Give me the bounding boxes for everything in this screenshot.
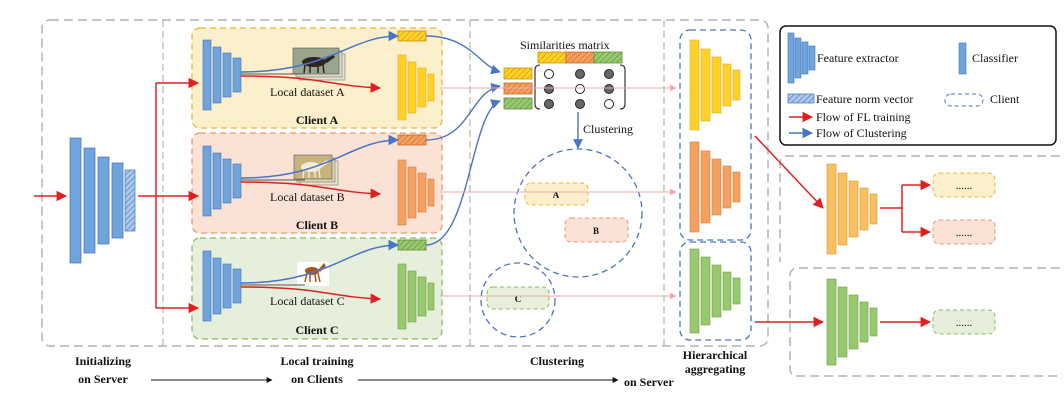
matrix-title: Similarities matrix [520, 38, 610, 52]
stage-local-training-line2: on Clients [291, 372, 343, 386]
stage-local-training-line1: Local training [280, 354, 353, 368]
cluster-c: C [480, 262, 556, 338]
legend-flow-clustering: Flow of Clustering [816, 126, 907, 140]
output-flow-arrows [754, 135, 932, 328]
classifier-icon [958, 42, 967, 75]
output-client-ellipsis: ...... [956, 317, 973, 329]
agg-model-b [689, 141, 741, 233]
cluster-label-b: B [593, 226, 599, 236]
cluster-ab: A B [513, 148, 643, 278]
client-a: Local dataset A Client A [202, 30, 435, 127]
output-client-ellipsis: ...... [956, 227, 973, 239]
similarities-matrix: Similarities matrix Clustering [503, 38, 633, 136]
output-client-ellipsis: ...... [956, 180, 973, 192]
legend-feature-norm-vector: Feature norm vector [816, 92, 913, 106]
client-a-norm-vector [397, 30, 427, 42]
main-frame [41, 19, 769, 347]
client-b-feature-extractor [202, 145, 242, 217]
norm-vector-icon [787, 93, 815, 104]
output-frames [779, 155, 1060, 377]
client-c-model [397, 263, 435, 330]
stage-hierarchical-line2: aggregating [685, 362, 745, 376]
client-b-model [397, 159, 435, 226]
client-c-dataset-label: Local dataset C [270, 294, 345, 308]
legend: Feature extractor Classifier Feature nor… [779, 25, 1057, 146]
client-a-dataset-label: Local dataset A [270, 85, 345, 99]
client-c-title: Client C [296, 323, 339, 337]
horse-figurine-image [297, 262, 329, 286]
client-b-title: Client B [296, 218, 338, 232]
clustering-step-label: Clustering [583, 122, 633, 136]
output-clients: ...... ...... ...... [932, 172, 996, 335]
aggregation-arrows [440, 84, 677, 300]
stage-initializing-line2: on Server [78, 372, 128, 386]
client-c-feature-extractor [202, 250, 242, 322]
client-b: Local dataset B Client B [202, 134, 435, 232]
client-a-feature-extractor [202, 39, 242, 111]
legend-feature-extractor: Feature extractor [817, 51, 899, 65]
feature-extractor-icon [787, 32, 816, 84]
client-a-title: Client A [296, 113, 339, 127]
client-icon [944, 93, 984, 107]
server-init-model [69, 137, 136, 264]
client-a-model [397, 54, 435, 121]
legend-classifier: Classifier [972, 51, 1018, 65]
hierarchical-aggregating [679, 29, 752, 341]
stage-clustering: Clustering [530, 354, 584, 368]
clustering-flow-arrows [425, 35, 583, 246]
agg-model-a [689, 39, 741, 131]
cluster-label-c: C [515, 294, 522, 304]
stage-initializing-line1: Initializing [75, 354, 131, 368]
stage-labels: Initializing on Server Local training on… [75, 348, 748, 389]
output-model-c [826, 278, 878, 366]
client-c: Local dataset C Client C [202, 239, 435, 337]
client-b-dataset-label: Local dataset B [270, 190, 345, 204]
client-b-norm-vector [397, 134, 427, 146]
client-c-box [191, 237, 443, 340]
agg-model-c [689, 248, 741, 334]
legend-flow-fl: Flow of FL training [816, 110, 911, 124]
legend-client: Client [990, 92, 1020, 106]
output-model-ab [826, 163, 878, 255]
stage-on-server: on Server [624, 375, 674, 389]
client-c-norm-vector [397, 239, 427, 251]
cluster-label-a: A [553, 190, 560, 200]
stage-hierarchical-line1: Hierarchical [683, 348, 748, 362]
fl-flow-arrows [34, 77, 200, 314]
